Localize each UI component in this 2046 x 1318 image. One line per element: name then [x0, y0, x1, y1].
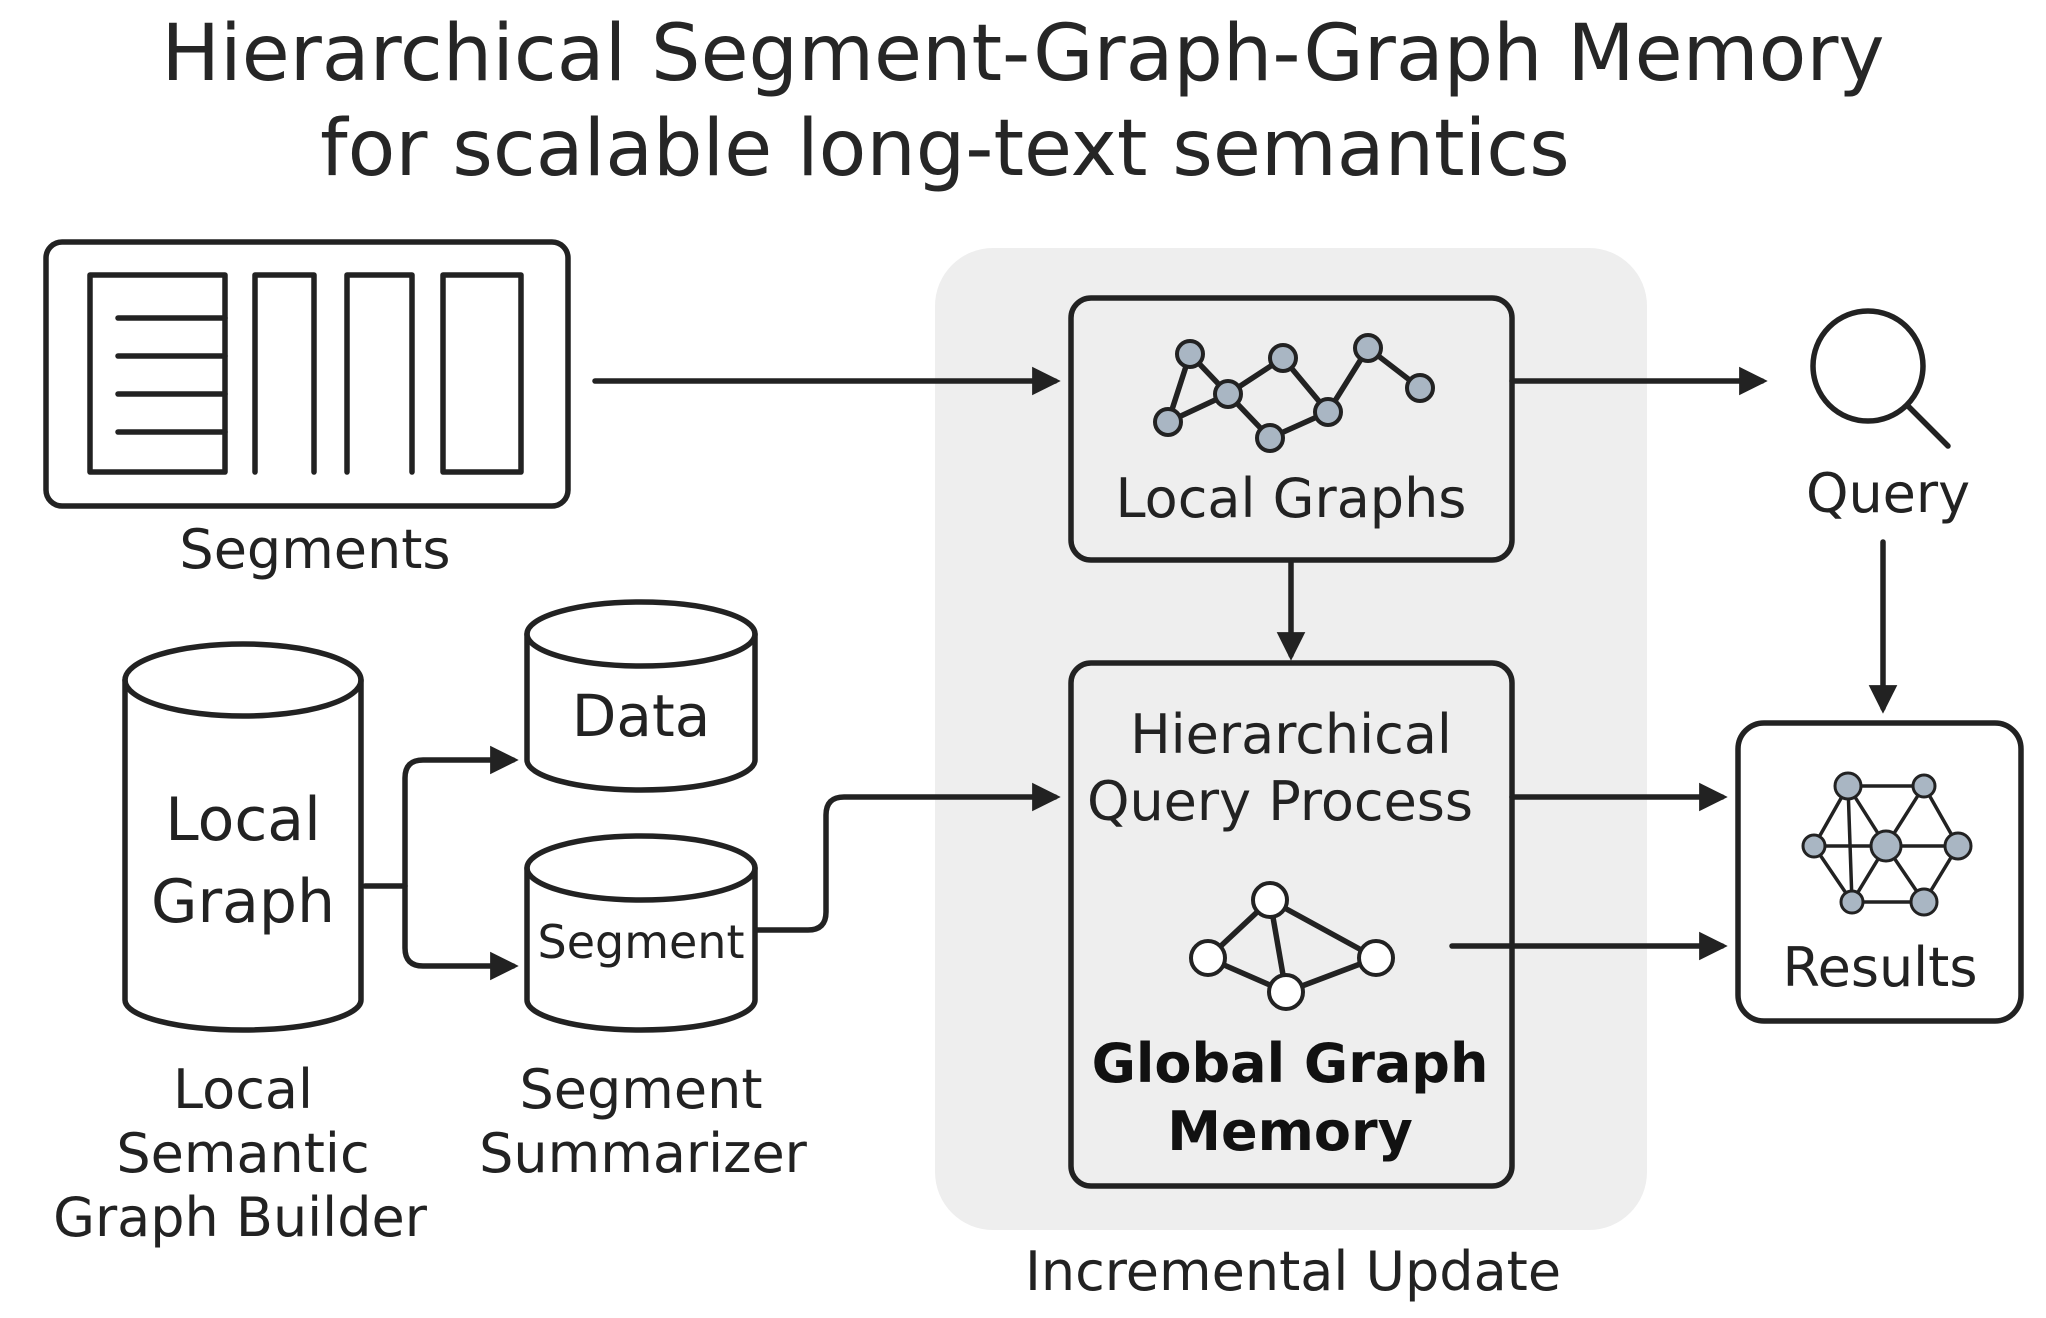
hierarchical-query-box	[1068, 660, 1515, 1189]
results-box	[1735, 720, 2024, 1024]
data-db-label: Data	[572, 682, 711, 750]
builder-label-line2: Semantic	[116, 1122, 369, 1185]
segment-db-label: Segment	[538, 915, 745, 969]
summarizer-label-line1: Segment	[520, 1058, 763, 1121]
data-database	[524, 599, 758, 793]
results-label: Results	[1783, 936, 1978, 999]
arrow-builder-to-segment	[402, 883, 519, 981]
diagram-title-line1: Hierarchical Segment-Graph-Graph Memory	[161, 9, 1884, 99]
arrow-segment-to-hierarchical	[754, 782, 1061, 933]
diagram-title-line2: for scalable long-text semantics	[320, 104, 1570, 194]
summarizer-label-line2: Summarizer	[479, 1122, 808, 1185]
global-memory-label-line1: Global Graph	[1092, 1032, 1489, 1095]
arrow-builder-to-data	[362, 745, 519, 889]
local-graph-db-line2: Graph	[151, 867, 335, 937]
segment-database	[524, 833, 758, 1033]
builder-label-line3: Graph Builder	[53, 1186, 428, 1249]
local-graph-database	[122, 641, 364, 1033]
global-graph-icon	[1189, 881, 1395, 1011]
magnifier-icon	[1810, 308, 1951, 449]
results-network-icon	[1801, 771, 1973, 917]
segments-document-icon	[43, 239, 571, 509]
hierarchical-label-line2: Query Process	[1087, 770, 1473, 833]
local-graphs-label: Local Graphs	[1116, 467, 1467, 530]
local-graph-db-line1: Local	[165, 785, 321, 855]
query-label: Query	[1806, 462, 1970, 525]
network-graph-icon	[1153, 333, 1435, 453]
builder-label-line1: Local	[173, 1058, 313, 1121]
hierarchical-label-line1: Hierarchical	[1130, 703, 1452, 766]
incremental-update-panel	[935, 248, 1647, 1230]
segments-label: Segments	[179, 518, 450, 581]
global-memory-label-line2: Memory	[1167, 1100, 1413, 1163]
incremental-update-label: Incremental Update	[1025, 1240, 1561, 1303]
